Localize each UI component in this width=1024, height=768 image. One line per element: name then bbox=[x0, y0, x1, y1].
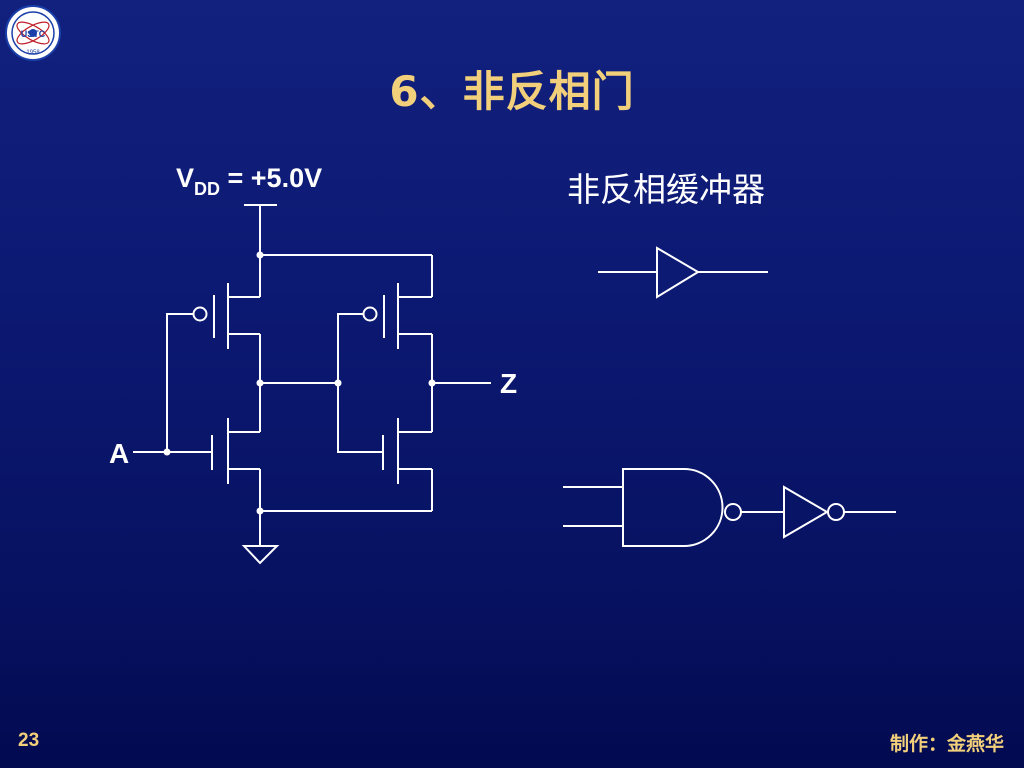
nand-inverter-symbol bbox=[563, 468, 896, 547]
vdd-label-value: = +5.0V bbox=[220, 163, 323, 193]
vdd-label-main: V bbox=[176, 163, 195, 193]
slide-title: 6、非反相门 bbox=[389, 67, 635, 116]
junction-output bbox=[428, 379, 436, 387]
nmos-transistor-1 bbox=[211, 383, 261, 511]
logo-year: 1958 bbox=[26, 50, 40, 56]
buffer-gate-symbol bbox=[598, 246, 768, 299]
output-z-label: Z bbox=[500, 368, 518, 399]
mid-to-pmos2-gate bbox=[337, 313, 364, 383]
mid-to-nmos2-gate bbox=[337, 383, 383, 453]
pmos-transistor-1 bbox=[192, 255, 261, 383]
nmos-transistor-2 bbox=[382, 383, 433, 511]
logo-text: USTC bbox=[21, 29, 46, 39]
vdd-label: VDD = +5.0V bbox=[176, 163, 323, 199]
vdd-label-subscript: DD bbox=[194, 179, 221, 199]
pmos-transistor-2 bbox=[362, 283, 433, 383]
buffer-symbol-title: 非反相缓冲器 bbox=[567, 170, 765, 209]
ground-symbol bbox=[241, 545, 280, 565]
junction-mid-1 bbox=[256, 379, 264, 387]
input-a-label: A bbox=[109, 438, 130, 469]
page-number: 23 bbox=[18, 730, 40, 751]
input-to-pmos1-gate bbox=[166, 313, 193, 452]
author-credit: 制作：金燕华 bbox=[889, 733, 1004, 755]
university-logo: USTC 1958 bbox=[5, 5, 61, 61]
